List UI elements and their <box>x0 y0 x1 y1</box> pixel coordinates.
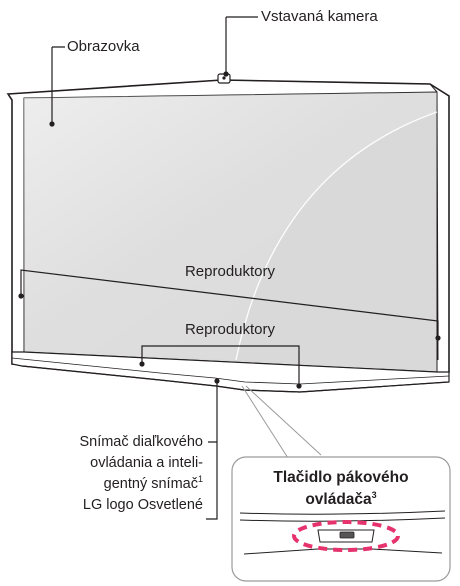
inset-bezel-bottom <box>243 548 443 555</box>
screen-label: Obrazovka <box>67 38 140 55</box>
camera-label: Vstavaná kamera <box>261 8 378 25</box>
camera-leader <box>225 16 258 72</box>
speaker-right-dot <box>435 335 441 341</box>
speaker-left-dot <box>18 293 24 299</box>
sensor-label-line4: LG logo Osvetlené <box>82 497 203 513</box>
speaker-bottom-right-dot <box>296 383 302 389</box>
inset-bezel-top <box>239 510 446 515</box>
sensor-label-line3: gentný snímač1 <box>103 474 203 492</box>
joystick-footnote: 3 <box>371 489 377 500</box>
speakers-upper-leader <box>20 269 439 336</box>
joystick-highlight-ring <box>292 520 400 552</box>
screen-leader <box>51 46 65 122</box>
joystick-label-line2: ovládača3 <box>305 489 377 508</box>
bottom-bezel-edge <box>11 357 450 385</box>
sensor-label-line2: ovládania a inteli- <box>90 455 203 471</box>
joystick-leader <box>241 385 322 459</box>
screen-glare-curve <box>235 111 438 361</box>
speakers-lower-leader <box>141 345 300 384</box>
bottom-bezel-lower <box>21 365 450 393</box>
sensor-footnote: 1 <box>197 474 203 485</box>
screen-glare <box>24 92 437 360</box>
joystick-label-line1: Tlačidlo pákového <box>273 469 409 486</box>
joystick-label: Tlačidlo pákového ovládača3 <box>232 467 450 511</box>
camera-lens <box>222 76 226 80</box>
speaker-bottom-left-dot <box>139 361 145 367</box>
sensor-leader <box>206 382 218 520</box>
sensor-label: Snímač diaľkového ovládania a inteli- ge… <box>79 432 203 516</box>
speakers-upper-label: Reproduktory <box>184 263 276 280</box>
sensor-label-line1: Snímač diaľkového <box>79 434 203 450</box>
camera-leader-dot <box>223 71 229 77</box>
screen-leader-dot <box>49 121 55 127</box>
joystick-button <box>339 531 355 539</box>
sensor-leader-dot <box>214 378 220 384</box>
speakers-lower-label: Reproduktory <box>184 321 276 338</box>
